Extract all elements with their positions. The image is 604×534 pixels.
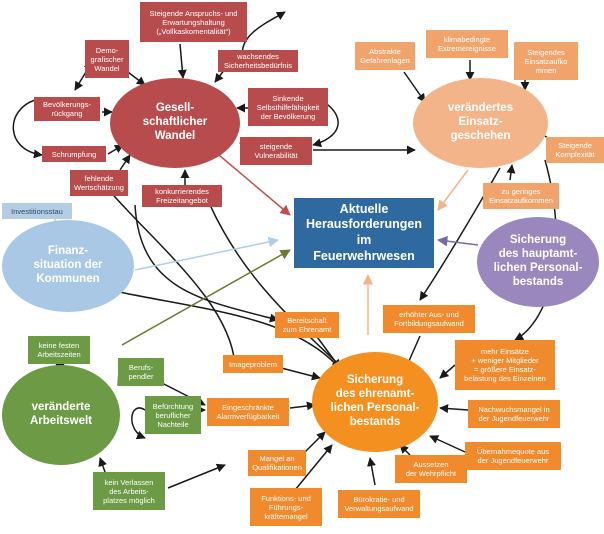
- edge: [289, 401, 316, 411]
- factor-bereitschaft-ehrenamt: Bereitschaft zum Ehrenamt: [275, 312, 339, 338]
- factor-fortbildungsaufwand: erhöhter Aus- und Fortbildungsaufwand: [383, 305, 475, 333]
- edge: [437, 169, 469, 211]
- factor-keine-festen-arbeitszeiten: keine festen Arbeitszeiten: [28, 336, 90, 364]
- edge: [506, 164, 516, 181]
- factor-alarmverfuegbarkeit: Eingeschränkte Alarmverfügbarkeit: [207, 398, 289, 426]
- edge: [439, 404, 469, 414]
- edge: [403, 71, 426, 103]
- factor-wehrpflicht: Aussetzen der Wehrpflicht: [395, 455, 467, 483]
- edge: [439, 364, 456, 379]
- cluster-arbeitswelt: veränderte Arbeitswelt: [2, 365, 120, 465]
- factor-selbsthilfefaehigkeit: Sinkende Selbsthilfefähigkeit der Bevölk…: [248, 88, 328, 126]
- factor-komplexitaet: Steigende Komplexität: [546, 137, 604, 163]
- factor-extremereignisse: klimabedingte Extremereignisse: [426, 30, 508, 58]
- cluster-finanzsituation: Finanz- situation der Kommunen: [2, 220, 134, 312]
- edge: [436, 235, 479, 247]
- factor-imageproblem: Imageproblem: [223, 355, 283, 373]
- edge: [429, 435, 466, 453]
- factor-einsatzaufkommen: Steigendes Einsatzaufko mmen: [514, 42, 578, 80]
- factor-kein-verlassen-arbeitsplatz: kein Verlassen des Arbeits- platzes mögl…: [93, 472, 165, 510]
- central-topic: Aktuelle Herausforderungen im Feuerwehrw…: [294, 198, 434, 268]
- factor-buerokratieaufwand: Bürokratie- und Verwaltungsaufwand: [338, 490, 420, 518]
- cluster-ehrenamtlicher-personalbestand: Sicherung des ehrenamt- lichen Personal-…: [312, 352, 438, 452]
- edge: [121, 249, 291, 346]
- edge: [367, 457, 376, 486]
- edge: [109, 289, 346, 376]
- factor-uebernahmequote: Übernahmequote aus der Jugendfeuerwehr: [465, 442, 561, 470]
- edge: [119, 154, 131, 171]
- factor-wertschaetzung: fehlende Wertschätzung: [70, 170, 128, 196]
- factor-berufliche-nachteile: Befürchtung beruflicher Nachteile: [145, 396, 201, 434]
- edge: [167, 463, 226, 489]
- factor-schrumpfung: Schrumpfung: [42, 146, 106, 162]
- edge: [98, 457, 107, 473]
- edge: [177, 43, 187, 79]
- cluster-hauptamtlicher-personalbestand: Sicherung des hauptamt- lichen Personal-…: [477, 217, 599, 307]
- edge: [294, 444, 333, 491]
- factor-vulnerabilitaet: steigende Vulnerabilität: [240, 137, 312, 165]
- edge: [209, 204, 346, 371]
- factor-demografischer-wandel: Demo- grafischer Wandel: [85, 40, 129, 78]
- factor-anspruchshaltung: Steigende Anspruchs- und Erwartungshaltu…: [140, 2, 247, 42]
- factor-sicherheitsbeduerfnis: wachsendes Sicherheitsbedürfnis: [218, 50, 298, 72]
- factor-fuehrungskraeftemangel: Funktions- und Führungs- kräftemangel: [250, 488, 322, 526]
- factor-investitionsstau: Investitionsstau: [2, 203, 72, 219]
- factor-gefahrenlagen: Abstrakte Gefahrenlagen: [355, 42, 415, 70]
- factor-berufspendler: Berufs- pendler: [118, 358, 164, 386]
- factor-qualifikationsmangel: Mangel an Qualifikationen: [248, 450, 306, 476]
- factor-bevoelkerungsrueckgang: Bevölkerungs- rückgang: [34, 97, 100, 121]
- factor-zu-geringes-einsatzaufkommen: zu geringes Einsatzaufkommen: [483, 183, 559, 209]
- factor-einsatzbelastung: mehr Einsätze + weniger Mitglieder = grö…: [455, 340, 555, 390]
- edge: [99, 179, 239, 366]
- cluster-gesellschaftlicher-wandel: Gesell- schaftlicher Wandel: [110, 78, 240, 168]
- factor-nachwuchsmangel: Nachwuchsmangel in der Jugendfeuerwehr: [468, 400, 560, 428]
- edge: [12, 99, 43, 159]
- edge: [134, 204, 279, 323]
- factor-freizeitangebot: konkurrierendes Freizeitangebot: [142, 185, 222, 207]
- edge: [131, 407, 146, 440]
- edge: [212, 149, 291, 216]
- cluster-einsatzgeschehen: verändertes Einsatz- geschehen: [413, 78, 548, 168]
- edge: [134, 236, 280, 271]
